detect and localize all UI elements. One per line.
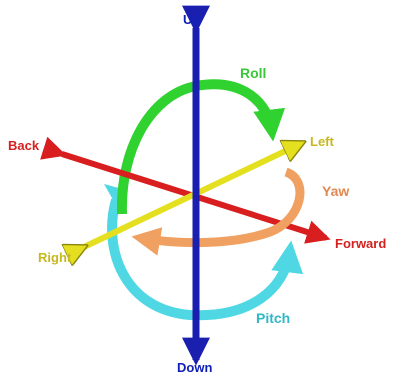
right-label: Right [38, 250, 72, 265]
pitch-label: Pitch [256, 310, 290, 326]
yaw-label: Yaw [322, 183, 349, 199]
back-label: Back [8, 138, 40, 153]
down-label: Down [177, 360, 212, 375]
up-label: Up [183, 12, 200, 27]
left-label: Left [310, 134, 335, 149]
roll-label: Roll [240, 65, 266, 81]
forward-label: Forward [335, 236, 386, 251]
